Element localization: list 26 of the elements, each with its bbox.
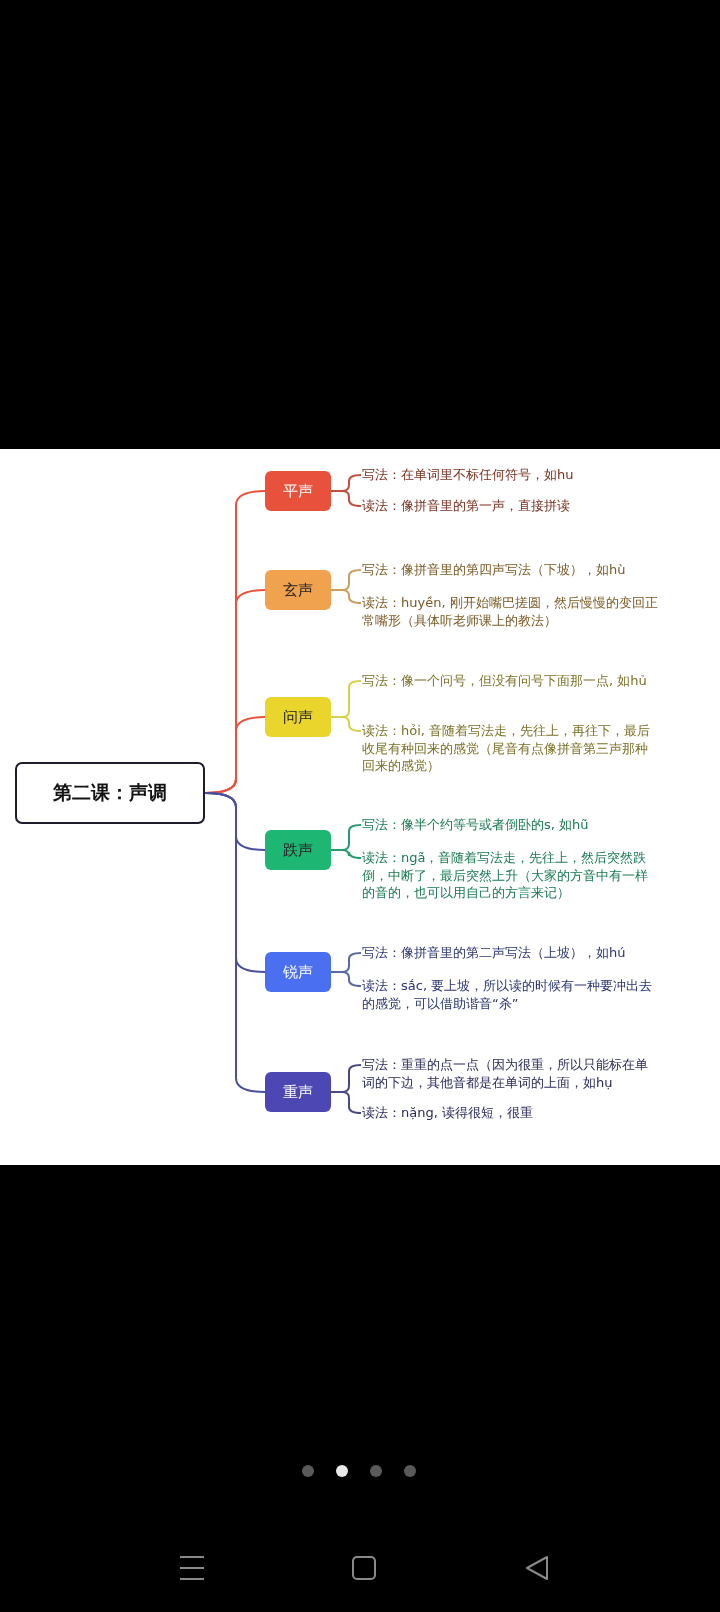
tone-box: 跌声	[265, 830, 331, 870]
tone-box: 玄声	[265, 570, 331, 610]
description-text: 读法：ngã，音随着写法走，先往上，然后突然跌倒，中断了，最后突然上升（大家的方音中有一样的音的，也可以用自己的方言来记）	[362, 849, 658, 902]
brace-line	[330, 1091, 362, 1114]
description-text: 写法：像拼音里的第二声写法（上坡），如hú	[362, 944, 658, 962]
tone-box: 问声	[265, 697, 331, 737]
brace-line	[330, 971, 362, 987]
tone-box: 重声	[265, 1072, 331, 1112]
description-text: 读法：hỏi, 音随着写法走，先往上，再往下，最后收尾有种回来的感觉（尾音有点像拼音第三声那种回来的感觉）	[362, 722, 658, 775]
brace-line	[330, 716, 362, 732]
description-text: 读法：sắc, 要上坡，所以读的时候有一种要冲出去的感觉，可以借助谐音“杀”	[362, 977, 658, 1012]
description-text: 读法：nặng, 读得很短，很重	[362, 1104, 658, 1122]
branch-line	[204, 792, 266, 1093]
brace-line	[330, 490, 362, 507]
description-text: 写法：像拼音里的第四声写法（下坡），如hù	[362, 561, 658, 579]
description-text: 写法：像一个问号，但没有问号下面那一点, 如hủ	[362, 672, 658, 690]
brace-line	[330, 589, 362, 604]
description-text: 读法：huyền, 刚开始嘴巴搓圆，然后慢慢的变回正常嘴形（具体听老师课上的教法）	[362, 594, 658, 629]
description-text: 写法：像半个约等号或者倒卧的s, 如hũ	[362, 816, 658, 834]
tone-box: 锐声	[265, 952, 331, 992]
description-text: 写法：在单词里不标任何符号，如hu	[362, 466, 658, 484]
description-text: 写法：重重的点一点（因为很重，所以只能标在单词的下边，其他音都是在单词的上面，如hụ	[362, 1056, 658, 1091]
topic-box: 第二课：声调	[15, 762, 205, 824]
brace-line	[330, 849, 362, 859]
tone-box: 平声	[265, 471, 331, 511]
description-text: 读法：像拼音里的第一声，直接拼读	[362, 497, 658, 515]
